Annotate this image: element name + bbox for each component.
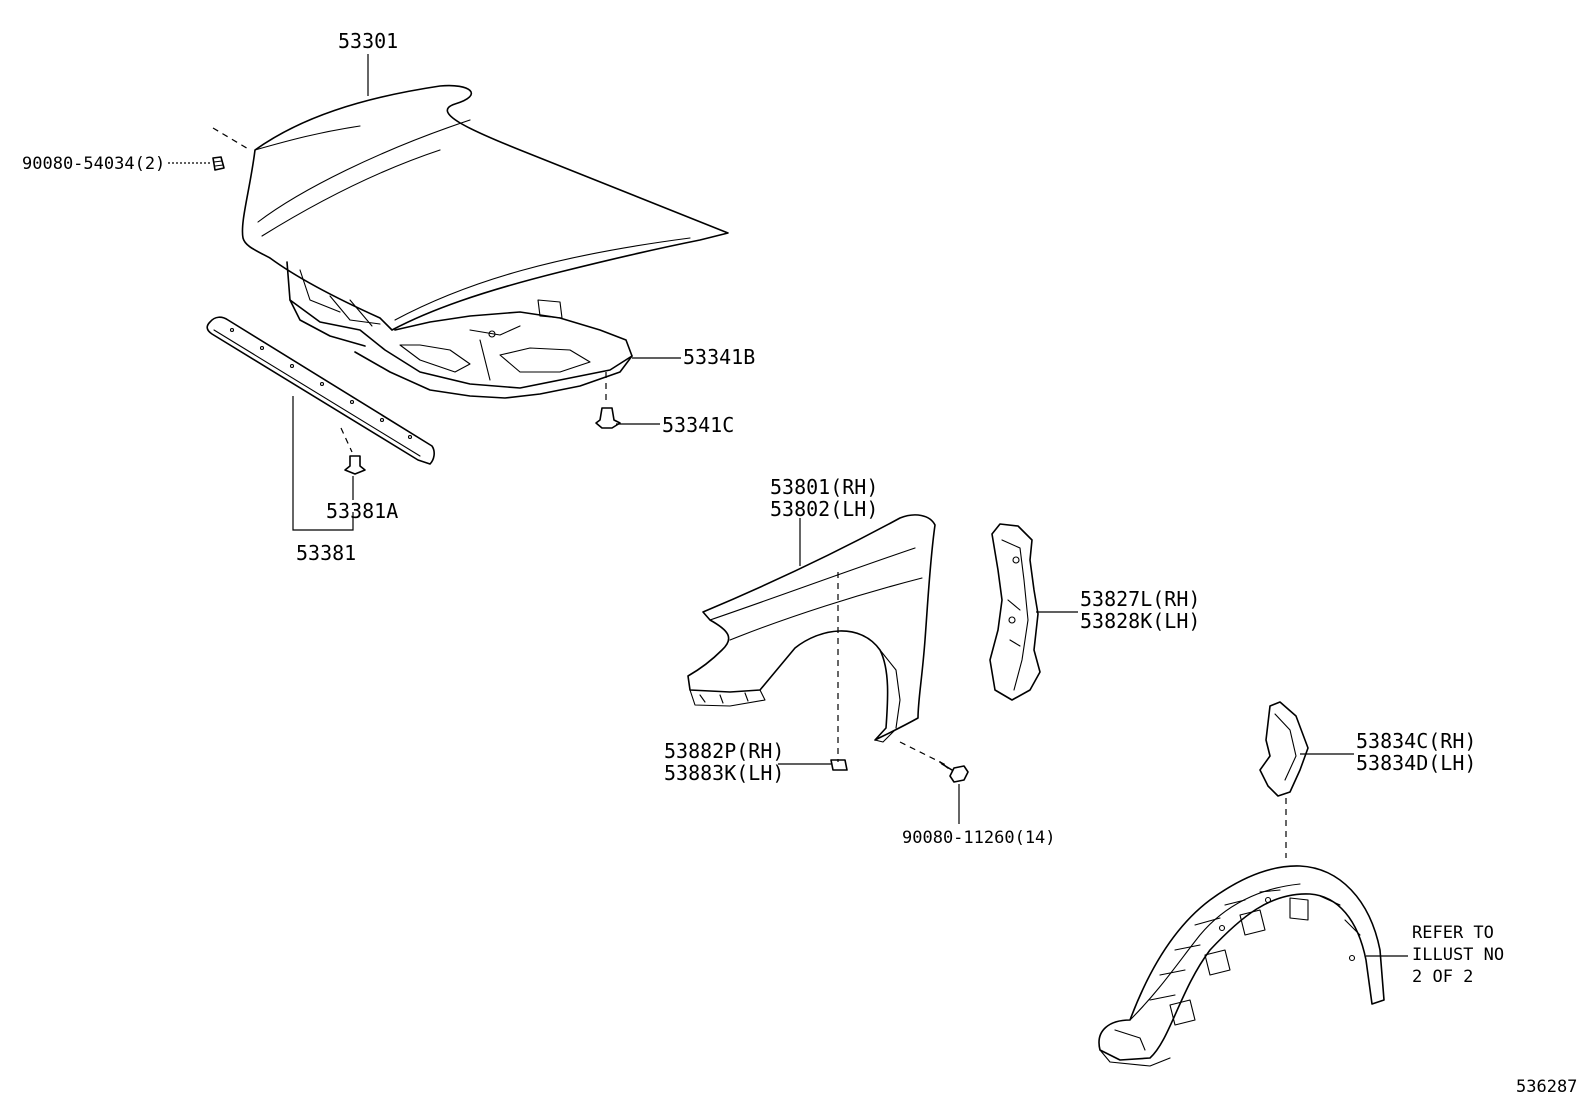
fender-liner[interactable]	[1098, 865, 1385, 1067]
label-refer-line1: REFER TO	[1412, 923, 1494, 943]
illustration-number: 536287	[1516, 1077, 1577, 1097]
label-refer-line2: ILLUST NO	[1412, 945, 1504, 965]
cushion-dashed-guide	[212, 127, 251, 151]
hood-seal-strip[interactable]	[206, 316, 435, 465]
liner-seal[interactable]	[1259, 701, 1309, 797]
fender-bracket[interactable]	[989, 523, 1041, 701]
bolt-dashed-guide	[899, 741, 949, 767]
label-seal-pad-lh: 53883K(LH)	[664, 761, 784, 785]
label-bracket-lh: 53828K(LH)	[1080, 609, 1200, 633]
insulator-clip[interactable]	[595, 407, 621, 429]
label-hood: 53301	[338, 29, 398, 53]
label-insulator: 53341B	[683, 345, 755, 369]
label-seal: 53381	[296, 541, 356, 565]
label-bolt: 90080-11260(14)	[902, 828, 1056, 848]
label-cushion: 90080-54034(2)	[22, 154, 165, 174]
leader-seal	[292, 396, 354, 531]
fender-bolt[interactable]	[939, 761, 969, 783]
label-liner-seal-rh: 53834C(RH)	[1356, 729, 1476, 753]
seal-clip[interactable]	[344, 455, 366, 475]
label-refer-line3: 2 OF 2	[1412, 967, 1473, 987]
label-fender-rh: 53801(RH)	[770, 475, 878, 499]
seal-clip-dashed-guide	[340, 427, 353, 453]
front-fender[interactable]	[687, 514, 936, 743]
label-seal-pad-rh: 53882P(RH)	[664, 739, 784, 763]
label-bracket-rh: 53827L(RH)	[1080, 587, 1200, 611]
hood-cushion[interactable]	[212, 156, 225, 171]
hood-panel[interactable]	[241, 84, 729, 331]
hood-insulator[interactable]	[286, 261, 633, 399]
label-insulator-clip: 53341C	[662, 413, 734, 437]
label-liner-seal-lh: 53834D(LH)	[1356, 751, 1476, 775]
fender-seal-pad[interactable]	[830, 759, 848, 771]
label-seal-clip: 53381A	[326, 499, 398, 523]
label-fender-lh: 53802(LH)	[770, 497, 878, 521]
